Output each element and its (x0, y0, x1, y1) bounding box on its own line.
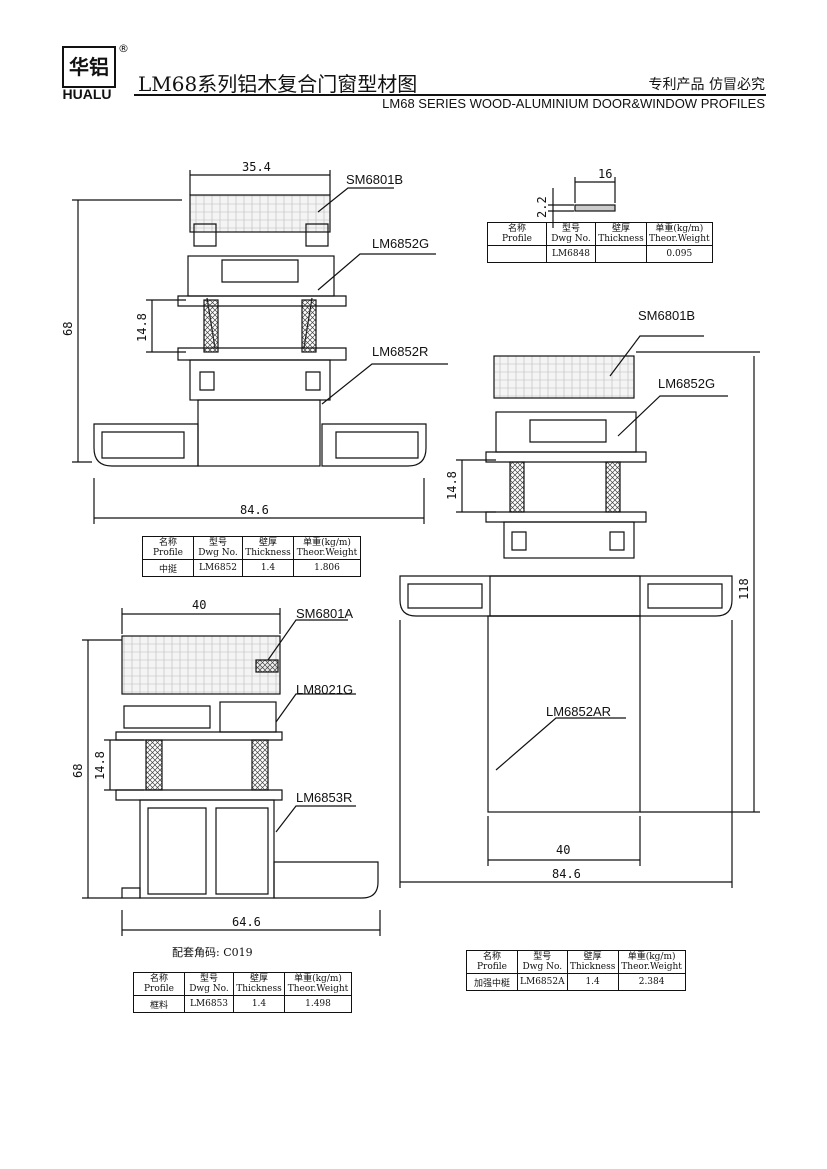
label-lm6852g-2: LM6852G (658, 376, 715, 391)
wood-cap-sm6801b-2 (493, 355, 635, 399)
dim-w2-d4: 84.6 (552, 867, 581, 881)
th-weight: 单重(kg/m)Theor.Weight (293, 536, 361, 560)
cell-thickness: 1.4 (566, 973, 619, 991)
cell-profile: 加强中梃 (466, 973, 518, 991)
diagram-lm6852a (399, 335, 760, 888)
diagram-lm6852 (72, 170, 448, 524)
table-row: 中挺 LM6852 1.4 1.806 (142, 559, 361, 577)
dim-thick-d2: 2.2 (535, 196, 549, 218)
th-weight: 单重(kg/m)Theor.Weight (617, 950, 686, 974)
diagram-lm6848 (548, 177, 616, 228)
wood-cap-sm6801a (121, 635, 281, 695)
leader-sm6801b-2 (609, 335, 704, 377)
dim-inner-d1: 14.8 (135, 313, 149, 342)
cell-weight: 2.384 (617, 973, 686, 991)
brand-logo: 华铝 HUALU ® (52, 40, 129, 106)
leader-lm6852ar (495, 717, 626, 771)
label-lm6852g: LM6852G (372, 236, 429, 251)
th-weight: 单重(kg/m)Theor.Weight (284, 972, 352, 996)
logo-english: HUALU (62, 86, 112, 102)
dim-height-d3: 68 (71, 764, 85, 778)
wood-cap-sm6801b (189, 194, 331, 233)
dim-height-d4: 118 (737, 578, 751, 600)
dim-height-d1: 68 (61, 322, 75, 336)
dim-bottom-d3: 64.6 (232, 915, 261, 929)
page-subtitle: LM68 SERIES WOOD-ALUMINIUM DOOR&WINDOW P… (382, 96, 765, 111)
cell-dwg: LM6853 (184, 995, 234, 1013)
label-sm6801b-2: SM6801B (638, 308, 695, 323)
cell-weight: 1.806 (293, 559, 361, 577)
leader-lm6852g (317, 253, 436, 291)
corner-code-note: 配套角码: C019 (172, 946, 253, 959)
cell-weight: 1.498 (284, 995, 352, 1013)
table-row: 加强中梃 LM6852A 1.4 2.384 (466, 973, 686, 991)
logo-chinese: 华铝 (62, 46, 116, 88)
cell-thickness: 1.4 (242, 559, 294, 577)
th-weight: 单重(kg/m)Theor.Weight (646, 222, 713, 246)
table-row: LM6848 0.095 (487, 245, 713, 263)
profile-lm6852g (187, 255, 335, 297)
leader-sm6801b (317, 187, 394, 213)
dim-w1-d4: 40 (556, 843, 570, 857)
label-lm6853r: LM6853R (296, 790, 352, 805)
leader-lm6853r (275, 805, 356, 833)
leader-lm6852r (321, 363, 448, 405)
dim-bottom-d1: 84.6 (240, 503, 269, 517)
dim-inner-d4: 14.8 (445, 471, 459, 500)
header-rule (134, 94, 766, 96)
label-sm6801b: SM6801B (346, 172, 403, 187)
registered-mark: ® (118, 42, 129, 55)
cell-profile: 中挺 (142, 559, 194, 577)
dim-inner-d3: 14.8 (93, 751, 107, 780)
leader-lm6852g-2 (617, 395, 728, 437)
diagram-lm6853 (82, 608, 381, 936)
dim-top-d1: 35.4 (242, 160, 271, 174)
cell-dwg: LM6852A (517, 973, 568, 991)
cell-profile: 框料 (133, 995, 185, 1013)
cell-dwg: LM6852 (193, 559, 243, 577)
label-lm6852r: LM6852R (372, 344, 428, 359)
profile-lm6852g-2 (495, 411, 637, 453)
leader-sm6801a (267, 619, 348, 661)
dim-width-d2: 16 (598, 167, 612, 181)
cell-thickness (595, 245, 647, 263)
label-sm6801a: SM6801A (296, 606, 353, 621)
cell-dwg: LM6848 (546, 245, 596, 263)
cell-profile (487, 245, 547, 263)
dim-top-d3: 40 (192, 598, 206, 612)
page-title: LM68系列铝木复合门窗型材图 (138, 72, 418, 96)
cell-weight: 0.095 (646, 245, 713, 263)
table-row: 框料 LM6853 1.4 1.498 (133, 995, 352, 1013)
leader-lm8021g (275, 693, 356, 723)
cell-thickness: 1.4 (233, 995, 285, 1013)
label-lm6852ar: LM6852AR (546, 704, 611, 719)
patent-notice: 专利产品 仿冒必究 (648, 77, 765, 93)
label-lm8021g: LM8021G (296, 682, 353, 697)
